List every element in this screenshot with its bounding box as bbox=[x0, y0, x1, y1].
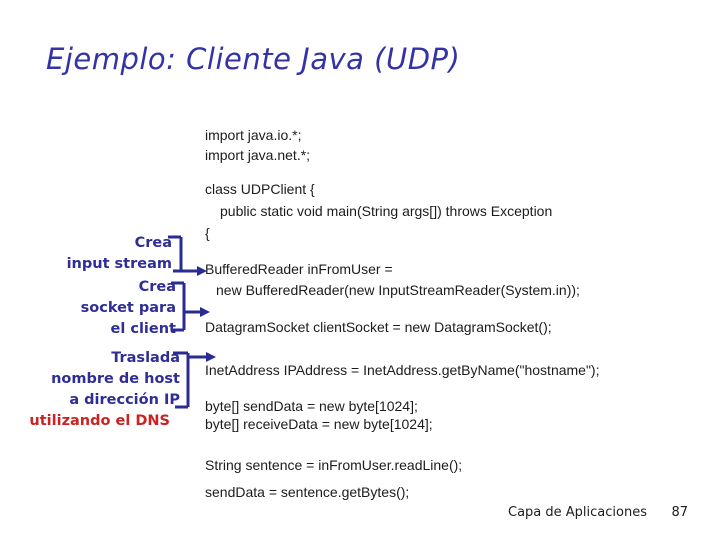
code-line-import-net: import java.net.*; bbox=[205, 147, 311, 163]
annotation-line: a dirección IP bbox=[69, 392, 180, 408]
code-line-open-brace: { bbox=[205, 225, 210, 241]
footer-section-label: Capa de Aplicaciones bbox=[508, 505, 647, 520]
code-line-buffered-reader-2: new BufferedReader(new InputStreamReader… bbox=[216, 282, 580, 298]
code-line-import-io: import java.io.*; bbox=[205, 127, 302, 143]
slide-footer: Capa de Aplicaciones 87 bbox=[508, 505, 688, 520]
code-line-receive-data: byte[] receiveData = new byte[1024]; bbox=[205, 416, 433, 432]
annotation-line: nombre de host bbox=[51, 371, 180, 387]
bracket-arrow-input-stream-icon bbox=[168, 235, 207, 276]
code-line-sentence: String sentence = inFromUser.readLine(); bbox=[205, 457, 463, 473]
annotation-create-client-socket: Crea socket para el client bbox=[0, 277, 176, 340]
code-line-send-data: byte[] sendData = new byte[1024]; bbox=[205, 398, 418, 414]
annotation-line: Crea bbox=[134, 235, 172, 251]
bracket-arrow-inet-address-icon bbox=[173, 351, 216, 409]
code-line-main-decl: public static void main(String args[]) t… bbox=[220, 203, 553, 219]
annotation-line: socket para bbox=[80, 300, 176, 316]
annotation-dns-note: utilizando el DNS bbox=[29, 413, 170, 429]
annotation-translate-hostname: Traslada nombre de host a dirección IP bbox=[0, 348, 180, 411]
annotation-line: Traslada bbox=[111, 350, 180, 366]
code-line-datagram-socket: DatagramSocket clientSocket = new Datagr… bbox=[205, 319, 552, 335]
code-line-get-bytes: sendData = sentence.getBytes(); bbox=[205, 484, 410, 500]
page-title: Ejemplo: Cliente Java (UDP) bbox=[46, 42, 461, 76]
annotation-line: el client bbox=[110, 321, 176, 337]
annotation-line: Crea bbox=[138, 279, 176, 295]
bracket-arrow-client-socket-icon bbox=[171, 281, 210, 332]
annotation-create-input-stream: Crea input stream bbox=[0, 233, 172, 275]
code-line-inet-address: InetAddress IPAddress = InetAddress.getB… bbox=[205, 362, 600, 378]
code-line-buffered-reader-1: BufferedReader inFromUser = bbox=[205, 261, 393, 277]
code-line-class-decl: class UDPClient { bbox=[205, 181, 315, 197]
annotation-line: input stream bbox=[66, 256, 172, 272]
footer-page-number: 87 bbox=[671, 505, 688, 520]
